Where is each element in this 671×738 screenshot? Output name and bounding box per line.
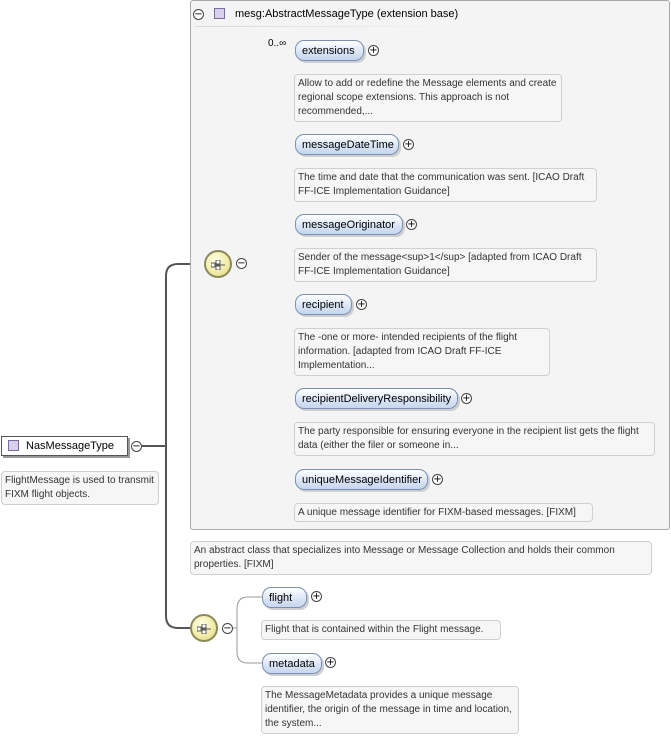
- expand-flight-icon[interactable]: +: [311, 591, 322, 602]
- sequence-icon: [211, 260, 225, 270]
- complex-type-icon: [8, 440, 19, 451]
- element-messageOriginator[interactable]: messageOriginator: [295, 214, 403, 235]
- element-extensions[interactable]: extensions: [295, 40, 364, 61]
- doc-flight: Flight that is contained within the Flig…: [261, 620, 501, 640]
- expand-messageOriginator-icon[interactable]: +: [406, 219, 417, 230]
- element-messageDateTime[interactable]: messageDateTime: [295, 134, 399, 155]
- sequence-icon: [197, 624, 211, 634]
- doc-root: FlightMessage is used to transmit FIXM f…: [1, 471, 159, 505]
- doc-recipient: The -one or more- intended recipients of…: [294, 328, 550, 376]
- sequence-compositor-base[interactable]: [204, 250, 232, 278]
- expand-recipientDeliveryResponsibility-icon[interactable]: +: [461, 393, 472, 404]
- expand-recipient-icon[interactable]: +: [356, 299, 367, 310]
- element-recipientDeliveryResponsibility[interactable]: recipientDeliveryResponsibility: [295, 388, 458, 409]
- doc-metadata: The MessageMetadata provides a unique me…: [261, 686, 519, 734]
- doc-messageDateTime: The time and date that the communication…: [294, 168, 597, 202]
- expand-metadata-icon[interactable]: +: [325, 657, 336, 668]
- multiplicity-label: 0..∞: [268, 38, 287, 49]
- doc-recipientDeliveryResponsibility: The party responsible for ensuring every…: [294, 422, 655, 456]
- complex-type-icon: [214, 8, 225, 19]
- expand-extensions-icon[interactable]: +: [368, 45, 379, 56]
- doc-extension-base: An abstract class that specializes into …: [190, 541, 652, 575]
- element-recipient[interactable]: recipient: [295, 294, 352, 315]
- collapse-own-sequence-icon[interactable]: −: [222, 623, 233, 634]
- collapse-root-icon[interactable]: −: [131, 441, 142, 452]
- doc-uniqueMessageIdentifier: A unique message identifier for FIXM-bas…: [294, 503, 593, 522]
- element-metadata[interactable]: metadata: [262, 653, 322, 674]
- doc-messageOriginator: Sender of the message<sup>1</sup> [adapt…: [294, 248, 597, 282]
- root-type-nasmessagetype[interactable]: NasMessageType: [1, 436, 128, 456]
- doc-extensions: Allow to add or redefine the Message ele…: [294, 74, 562, 122]
- title-underline: [195, 26, 455, 27]
- element-flight[interactable]: flight: [262, 587, 307, 608]
- root-type-label: NasMessageType: [26, 440, 115, 452]
- collapse-extension-icon[interactable]: −: [193, 9, 204, 20]
- expand-uniqueMessageIdentifier-icon[interactable]: +: [432, 474, 443, 485]
- element-uniqueMessageIdentifier[interactable]: uniqueMessageIdentifier: [295, 469, 428, 490]
- sequence-compositor-own[interactable]: [190, 614, 218, 642]
- extension-base-title: mesg:AbstractMessageType (extension base…: [235, 8, 459, 20]
- collapse-base-sequence-icon[interactable]: −: [236, 258, 247, 269]
- expand-messageDateTime-icon[interactable]: +: [403, 139, 414, 150]
